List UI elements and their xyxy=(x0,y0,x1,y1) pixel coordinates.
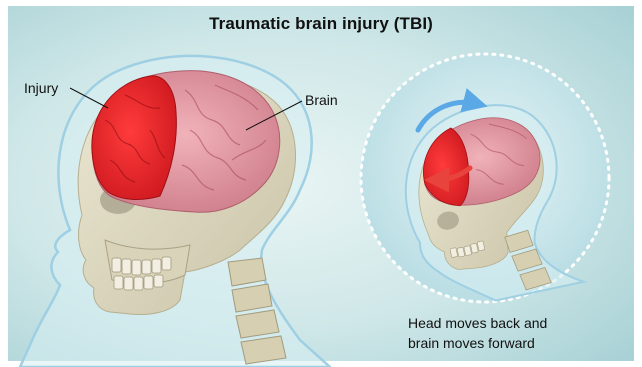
caption-line-2: brain moves forward xyxy=(408,333,547,353)
label-injury: Injury xyxy=(24,80,58,96)
caption-line-1: Head moves back and xyxy=(408,313,547,333)
caption: Head moves back and brain moves forward xyxy=(408,313,547,353)
label-brain: Brain xyxy=(305,92,338,108)
figure-title: Traumatic brain injury (TBI) xyxy=(0,14,642,34)
